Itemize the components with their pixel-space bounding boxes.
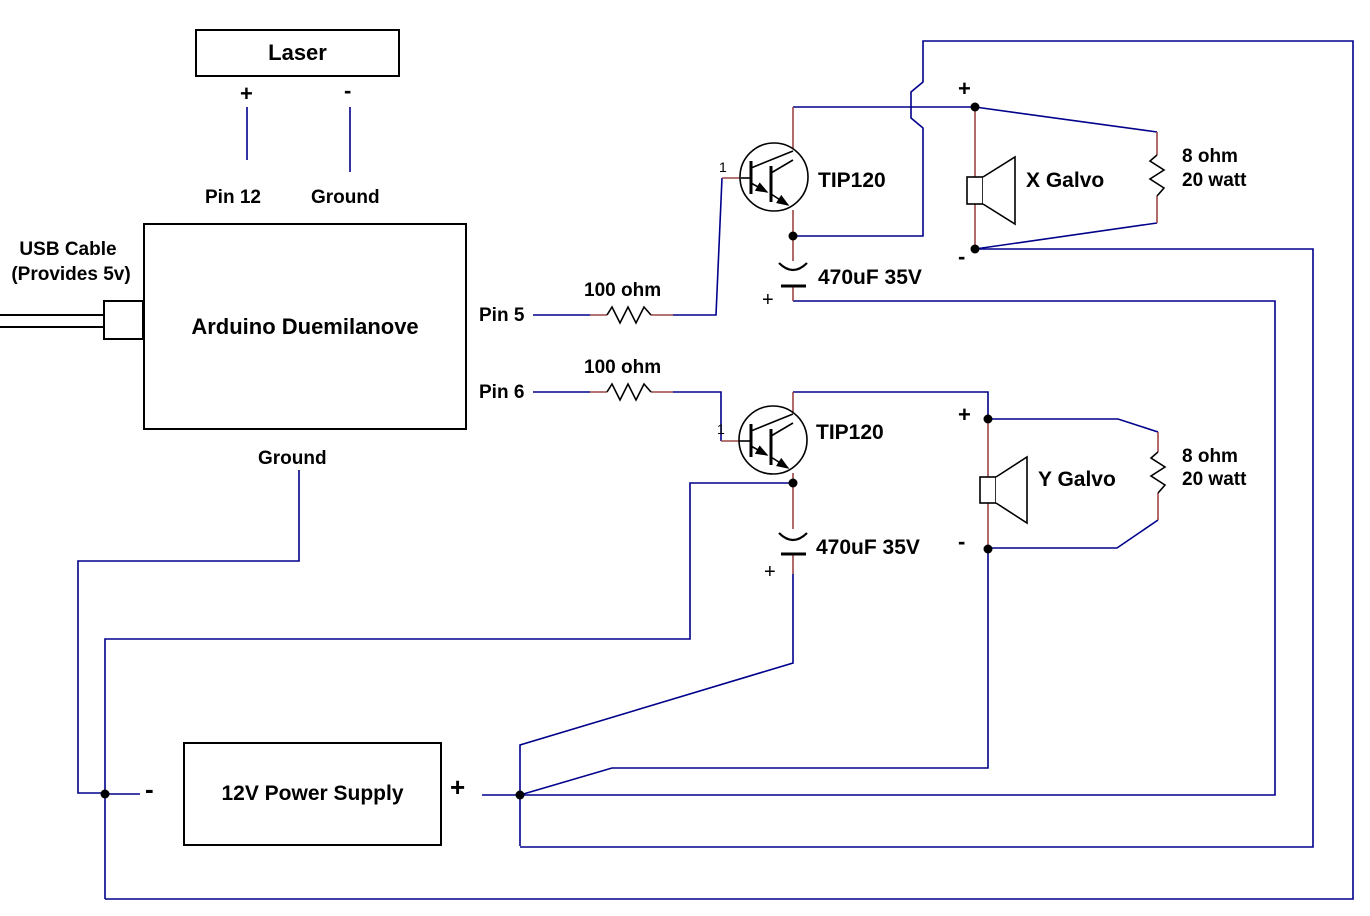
component-leads xyxy=(590,107,1159,574)
arduino-ground-wire xyxy=(77,470,300,794)
junction-dot xyxy=(983,414,993,424)
resistor-8ohm-x-icon xyxy=(1148,154,1166,197)
resistor-100ohm-pin5-icon xyxy=(606,305,652,325)
psu-minus-mark: - xyxy=(145,774,154,804)
q2-collector-wire xyxy=(793,391,989,419)
xres-ohm-label: 8 ohm xyxy=(1182,146,1238,167)
resistor1-label: 100 ohm xyxy=(584,280,662,301)
pin5-to-base-wire xyxy=(673,177,723,316)
xgalvo-plus-mark: + xyxy=(958,76,971,101)
arduino-box: Arduino Duemilanove xyxy=(143,223,467,430)
arduino-box-label: Arduino Duemilanove xyxy=(191,313,419,339)
cap2-label: 470uF 35V xyxy=(816,536,920,559)
cap2-plus-wire xyxy=(519,574,794,846)
pin6-to-base-wire xyxy=(673,391,722,441)
yres-watt-label: 20 watt xyxy=(1182,469,1247,490)
pin5-label: Pin 5 xyxy=(479,305,525,326)
resistor-100ohm-pin6-icon xyxy=(606,382,652,402)
junction-dot xyxy=(515,790,525,800)
ygalvo-minus-wire xyxy=(519,549,989,796)
ygalvo-plus-mark: + xyxy=(958,402,971,427)
junction-dot xyxy=(100,789,110,799)
cap1-plus-wire xyxy=(520,300,1276,796)
arduino-ground-label: Ground xyxy=(258,448,327,469)
laser-minus-mark: - xyxy=(344,78,352,103)
yres-ohm-label: 8 ohm xyxy=(1182,446,1238,467)
pin6-label: Pin 6 xyxy=(479,382,525,403)
xgalvo-res-bottom-wire xyxy=(974,222,1158,250)
q1-label: TIP120 xyxy=(818,169,886,192)
xgalvo-res-top-wire xyxy=(974,106,1158,133)
psu-plus-mark: + xyxy=(450,772,466,802)
transistor-tip120-top-icon xyxy=(739,142,809,212)
q1-emitter-ground-loop xyxy=(105,40,1354,900)
blue-wires xyxy=(77,40,1354,900)
junction-dot xyxy=(983,544,993,554)
xgalvo-minus-mark: - xyxy=(958,244,966,269)
junction-dot xyxy=(970,244,980,254)
capacitor-470uF-top-icon xyxy=(778,262,808,288)
usb-provides-label: (Provides 5v) xyxy=(11,264,131,285)
laser-plus-mark: + xyxy=(240,81,253,106)
speaker-y-galvo-icon xyxy=(979,455,1028,525)
resistor-8ohm-y-icon xyxy=(1149,451,1167,494)
laser-box: Laser xyxy=(195,29,400,77)
laser-box-label: Laser xyxy=(268,40,327,65)
capacitor-470uF-bottom-icon xyxy=(778,532,808,556)
junction-dot xyxy=(788,231,798,241)
q2-base-pin-label: 1 xyxy=(717,421,725,437)
usb-cable-icon xyxy=(0,300,144,340)
psu-box: 12V Power Supply xyxy=(183,742,442,846)
laser-ground-label: Ground xyxy=(311,187,380,208)
q1-base-pin-label: 1 xyxy=(719,159,727,175)
ygalvo-res-bottom-wire xyxy=(988,519,1159,549)
ygalvo-minus-mark: - xyxy=(958,529,966,554)
resistor2-label: 100 ohm xyxy=(584,357,662,378)
cap1-plus-mark: + xyxy=(762,289,774,311)
xgalvo-label: X Galvo xyxy=(1026,169,1105,192)
psu-box-label: 12V Power Supply xyxy=(221,782,404,805)
speaker-x-galvo-icon xyxy=(966,155,1016,226)
usb-cable-label: USB Cable xyxy=(19,239,117,260)
junction-dots xyxy=(100,102,993,800)
xres-watt-label: 20 watt xyxy=(1182,170,1247,191)
pin12-label: Pin 12 xyxy=(205,187,261,208)
junction-dot xyxy=(970,102,980,112)
q2-label: TIP120 xyxy=(816,421,884,444)
cap1-label: 470uF 35V xyxy=(818,266,922,289)
q2-emitter-ground-wire xyxy=(104,482,793,899)
ygalvo-label: Y Galvo xyxy=(1038,468,1116,491)
cap2-plus-mark: + xyxy=(764,561,776,583)
junction-dot xyxy=(788,478,798,488)
xgalvo-minus-wire xyxy=(520,248,1314,848)
ygalvo-res-top-wire xyxy=(988,418,1159,433)
transistor-tip120-bottom-icon xyxy=(738,405,808,475)
